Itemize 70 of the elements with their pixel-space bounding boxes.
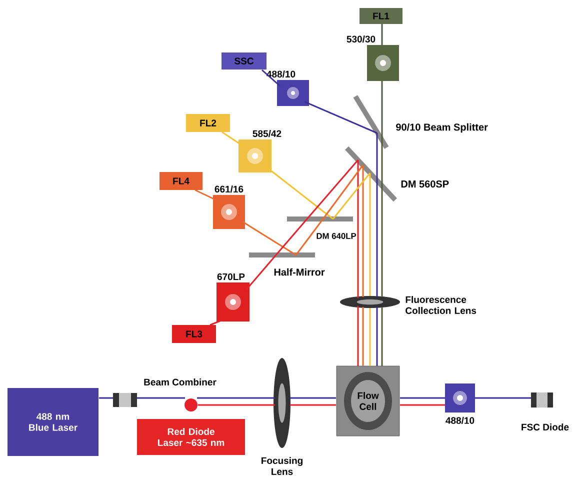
collimator <box>113 393 137 407</box>
diode: FSC Diode <box>522 392 569 430</box>
filter-square: 530/30 <box>346 36 399 81</box>
light-beam <box>381 81 383 141</box>
detector-box: FL4 <box>160 172 202 190</box>
light-beam <box>264 165 334 220</box>
light-beam <box>295 218 324 256</box>
detector-box: 488 nm Blue Laser <box>8 388 98 456</box>
node-label: 670LP <box>217 273 245 280</box>
node-label: 488/10 <box>266 70 296 78</box>
light-beam <box>357 160 359 298</box>
mirror: 90/10 Beam Splitter <box>353 95 488 149</box>
filter-square: 488/10 <box>445 384 475 424</box>
light-beam <box>357 306 359 366</box>
light-beam <box>381 24 383 45</box>
light-beam <box>400 397 445 399</box>
light-beam <box>376 307 378 366</box>
light-beam <box>290 397 336 399</box>
light-beam <box>400 404 445 406</box>
light-beam <box>475 397 531 399</box>
mirror: Half-Mirror <box>249 252 325 276</box>
node-label: 488/10 <box>446 416 474 424</box>
light-beam <box>137 397 185 399</box>
node-label: 530/30 <box>346 36 376 43</box>
light-beam <box>194 189 216 201</box>
filter-square: 585/42 <box>238 130 282 172</box>
lens: Fluorescence Collection Lens <box>340 296 476 314</box>
node-label: Fluorescence Collection Lens <box>406 296 476 314</box>
light-beam <box>262 69 280 87</box>
light-beam <box>376 133 378 297</box>
light-beam <box>322 164 364 220</box>
filter-square: 661/16 <box>213 186 245 229</box>
light-beam <box>381 307 383 366</box>
light-beam <box>242 221 296 256</box>
detector-box: SSC <box>222 52 266 70</box>
light-beam <box>381 141 383 297</box>
light-beam <box>99 397 113 399</box>
light-beam <box>222 131 244 147</box>
light-beam <box>304 101 378 134</box>
light-beam <box>332 172 371 220</box>
filter-square: 488/10 <box>266 70 309 106</box>
detector-box: FL2 <box>186 114 230 132</box>
mirror: DM 640LP <box>287 216 356 239</box>
detector-box: FL1 <box>360 8 402 24</box>
node-label: DM 560SP <box>401 180 449 188</box>
light-beam <box>197 397 275 399</box>
light-beam <box>210 320 220 326</box>
node-label: 90/10 Beam Splitter <box>396 123 488 133</box>
node-label: Beam Combiner <box>144 378 216 386</box>
filter-square: 670LP <box>216 273 250 322</box>
light-beam <box>306 160 359 220</box>
node-label: FSC Diode <box>522 424 569 430</box>
node-label: 661/16 <box>214 186 244 193</box>
node-label: Focusing Lens <box>262 457 302 475</box>
detector-box: FL3 <box>172 325 216 343</box>
light-beam <box>290 404 336 406</box>
light-beam <box>275 218 308 256</box>
flow-cell: Flow Cell <box>336 366 400 436</box>
light-beam <box>369 308 371 366</box>
light-beam <box>369 173 371 296</box>
light-beam <box>362 307 364 366</box>
light-beam <box>362 165 364 297</box>
light-beam <box>198 404 275 406</box>
detector-box: Red Diode Laser ~635 nm <box>137 419 245 455</box>
node-label: DM 640LP <box>316 233 356 239</box>
node-label: Half-Mirror <box>274 268 325 276</box>
lens: Focusing Lens <box>262 358 302 475</box>
light-beam <box>245 254 277 290</box>
node-label: 585/42 <box>252 130 282 138</box>
mirror: DM 560SP <box>344 146 449 202</box>
